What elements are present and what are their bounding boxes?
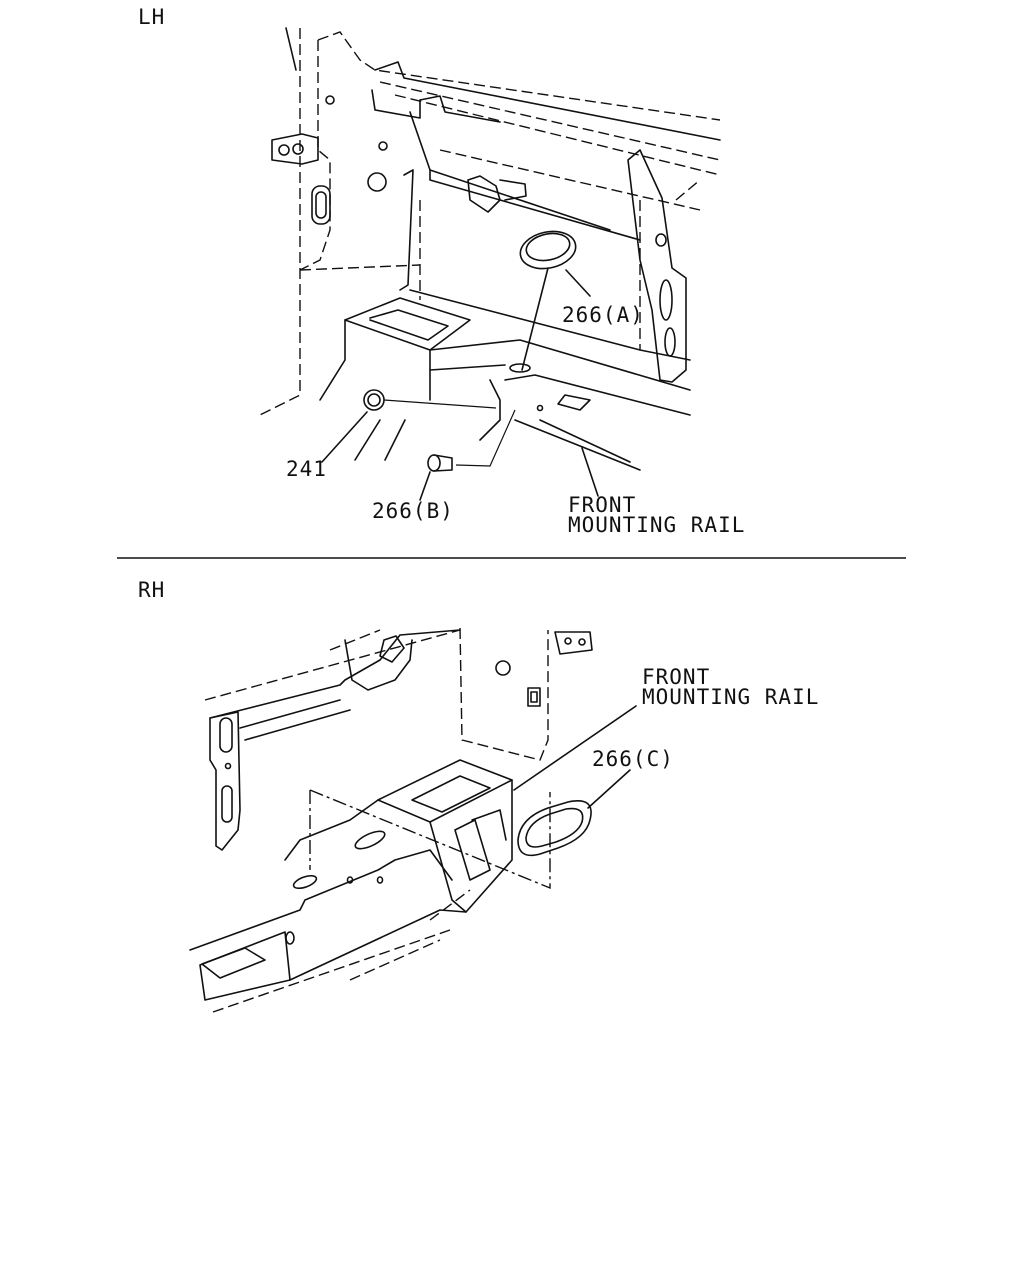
plug-266b [427,454,453,472]
grommet-266c [517,800,592,857]
callout-241: 241 [286,457,327,481]
lh-section-label: LH [138,5,165,29]
lh-view: LH [138,5,745,537]
grommet-241 [363,389,385,411]
callout-266a: 266(A) [562,303,644,327]
rh-view: RH [138,578,819,1013]
callout-lh-rail-line2: MOUNTING RAIL [568,513,745,537]
callout-266c: 266(C) [592,747,674,771]
grommet-266a [519,230,577,270]
callout-rh-rail-line2: MOUNTING RAIL [642,685,819,709]
callout-lh-rail-line1: FRONT [568,493,636,517]
callout-rh-rail-line1: FRONT [642,665,710,689]
rh-section-label: RH [138,578,165,602]
callout-266b: 266(B) [372,499,454,523]
